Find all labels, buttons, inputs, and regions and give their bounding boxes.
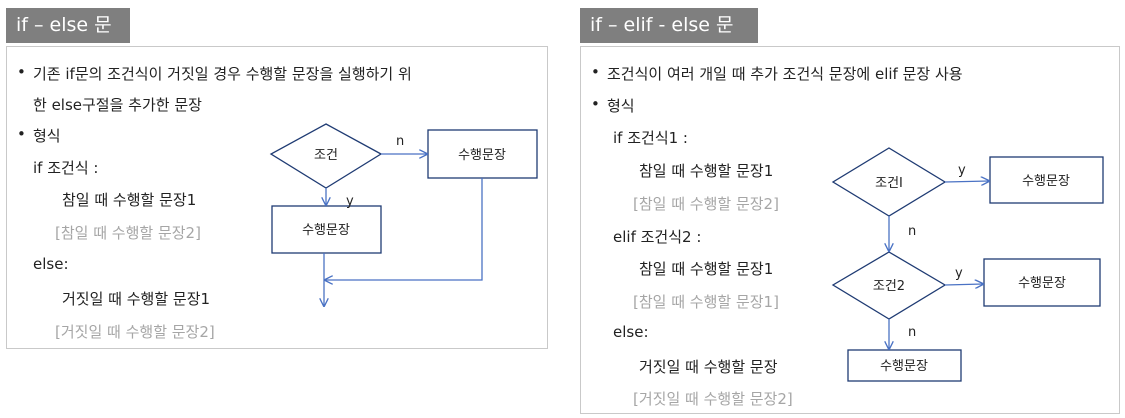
right-action1-label: 수행문장	[1022, 173, 1070, 189]
right-code-line: 참일 때 수행할 문장1	[639, 260, 774, 278]
left-action-yes-box	[271, 205, 382, 254]
right-decision2-label: 조건2	[873, 279, 905, 294]
right-bullet-format: 형식	[591, 95, 634, 116]
right-action3-label: 수행문장	[880, 358, 928, 374]
left-bullet-description-1: 기존 if문의 조건식이 거짓일 경우 수행할 문장을 실행하기 위	[17, 63, 412, 84]
right-code-line: if 조건식1 :	[613, 129, 688, 147]
right-code-line: else:	[613, 323, 649, 341]
right-decision1-label: 조건I	[875, 176, 903, 191]
right-code-line: [거짓일 때 수행할 문장2]	[633, 390, 793, 408]
right-label-n2: n	[908, 325, 916, 340]
left-section-panel: 기존 if문의 조건식이 거짓일 경우 수행할 문장을 실행하기 위 한 els…	[6, 46, 548, 349]
left-action-yes-label: 수행문장	[302, 222, 350, 238]
left-code-line: else:	[33, 255, 69, 273]
right-code-line: 거짓일 때 수행할 문장	[639, 358, 778, 376]
right-code-line: elif 조건식2 :	[613, 228, 702, 246]
left-label-no: n	[396, 134, 404, 149]
left-arrow-merge	[325, 178, 483, 280]
right-action2-box	[983, 258, 1101, 307]
left-code-line: [참일 때 수행할 문장2]	[55, 224, 201, 242]
left-label-yes: y	[346, 194, 354, 209]
left-bullet-description-2: 한 else구절을 추가한 문장	[33, 96, 202, 114]
right-label-n1: n	[908, 224, 916, 239]
left-code-line: if 조건식 :	[33, 159, 99, 177]
right-code-line: [참일 때 수행할 문장1]	[633, 293, 779, 311]
left-flowchart: 조건 수행문장 수행문장 n y	[269, 123, 538, 418]
right-action2-label: 수행문장	[1018, 275, 1066, 291]
left-action-no-box	[427, 129, 538, 179]
right-section-tab: if – elif - else 문	[580, 8, 758, 43]
left-code-line: 참일 때 수행할 문장1	[62, 191, 197, 209]
right-action1-box	[989, 156, 1104, 204]
right-action3-box	[847, 349, 962, 382]
right-label-y1: y	[958, 163, 966, 178]
left-action-no-label: 수행문장	[458, 147, 506, 163]
left-decision-label: 조건	[314, 148, 338, 163]
right-code-line: [참일 때 수행할 문장2]	[633, 195, 779, 213]
right-arrow-y2	[944, 284, 983, 285]
left-code-line: 거짓일 때 수행할 문장1	[62, 290, 211, 308]
right-label-y2: y	[955, 266, 963, 281]
left-bullet-format: 형식	[17, 125, 60, 146]
left-section-tab: if – else 문	[6, 8, 130, 43]
right-bullet-description: 조건식이 여러 개일 때 추가 조건식 문장에 elif 문장 사용	[591, 63, 963, 84]
right-arrow-y1	[944, 181, 989, 182]
right-code-line: 참일 때 수행할 문장1	[639, 162, 774, 180]
left-code-line: [거짓일 때 수행할 문장2]	[55, 323, 215, 341]
